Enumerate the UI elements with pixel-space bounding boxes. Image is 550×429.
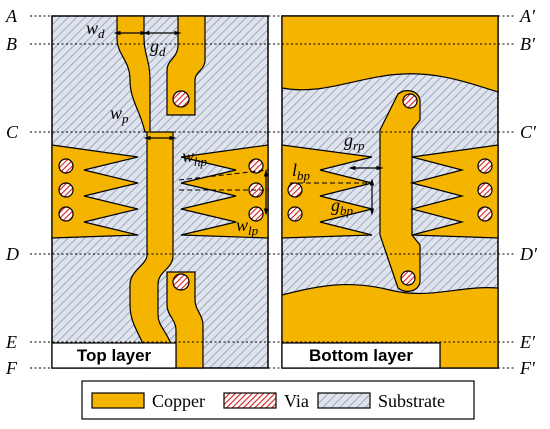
bottom-title-box [281,342,441,369]
label-left-d: D [5,244,19,264]
bottom-ground-upper [281,15,499,93]
via-right-3 [248,206,264,222]
legend-copper-label: Copper [152,391,205,411]
top-layer-title: Top layer [77,346,152,365]
via-left-3 [58,206,74,222]
label-right-d: D′ [519,244,538,264]
label-left-c: C [6,122,19,142]
label-left-a: A [5,6,18,26]
label-right-c: C′ [520,122,537,142]
via-lower-top [172,273,190,291]
via-bridge-bottom [400,270,416,286]
top-title-box [51,342,177,369]
via-bridge-top [402,93,418,109]
via-bottom-left-1 [287,182,303,198]
label-grp: grp [344,130,365,153]
via-bottom-right-2 [477,182,493,198]
legend-substrate-label: Substrate [378,391,445,411]
legend: Copper Via Substrate [81,380,475,420]
label-right-f: F′ [519,358,536,378]
top-via-stub-upper [166,15,206,116]
legend-copper-swatch [91,392,145,409]
label-whp: whp [182,146,208,169]
bottom-layer-title: Bottom layer [309,346,413,365]
label-left-e: E [5,332,17,352]
whp-guide [178,169,269,181]
label-lbp: lbp [292,160,311,183]
label-wp: wp [110,103,129,126]
label-left-b: B [6,34,17,54]
bottom-right-comb [409,144,499,239]
legend-via-label: Via [284,391,309,411]
via-left-1 [58,158,74,174]
via-bottom-right-1 [477,158,493,174]
bottom-bridge [379,90,421,292]
bottom-layer-panel: Bottom layer grp lbp gbp [281,15,499,369]
label-gbp: gbp [331,195,354,218]
via-right-1 [248,158,264,174]
via-bottom-right-3 [477,206,493,222]
label-left-f: F [5,358,18,378]
bottom-left-comb [281,144,373,239]
via-bottom-left-2 [287,206,303,222]
top-layer-panel: Top layer wd gd wp whp wlp [51,15,269,369]
reference-lines: A B C D E F A′ B′ C′ D′ E′ F′ [5,6,538,378]
label-right-a: A′ [519,6,536,26]
legend-via-swatch [223,392,277,409]
via-upper-top [172,90,190,108]
legend-box [81,380,475,420]
label-gd: gd [150,36,166,59]
bottom-ground-lower [281,283,499,369]
label-right-e: E′ [519,332,536,352]
via-left-2 [58,182,74,198]
label-wlp: wlp [236,215,259,238]
label-wd: wd [86,18,105,41]
legend-substrate-swatch [317,392,371,409]
top-right-comb [180,144,269,239]
label-right-b: B′ [520,34,536,54]
